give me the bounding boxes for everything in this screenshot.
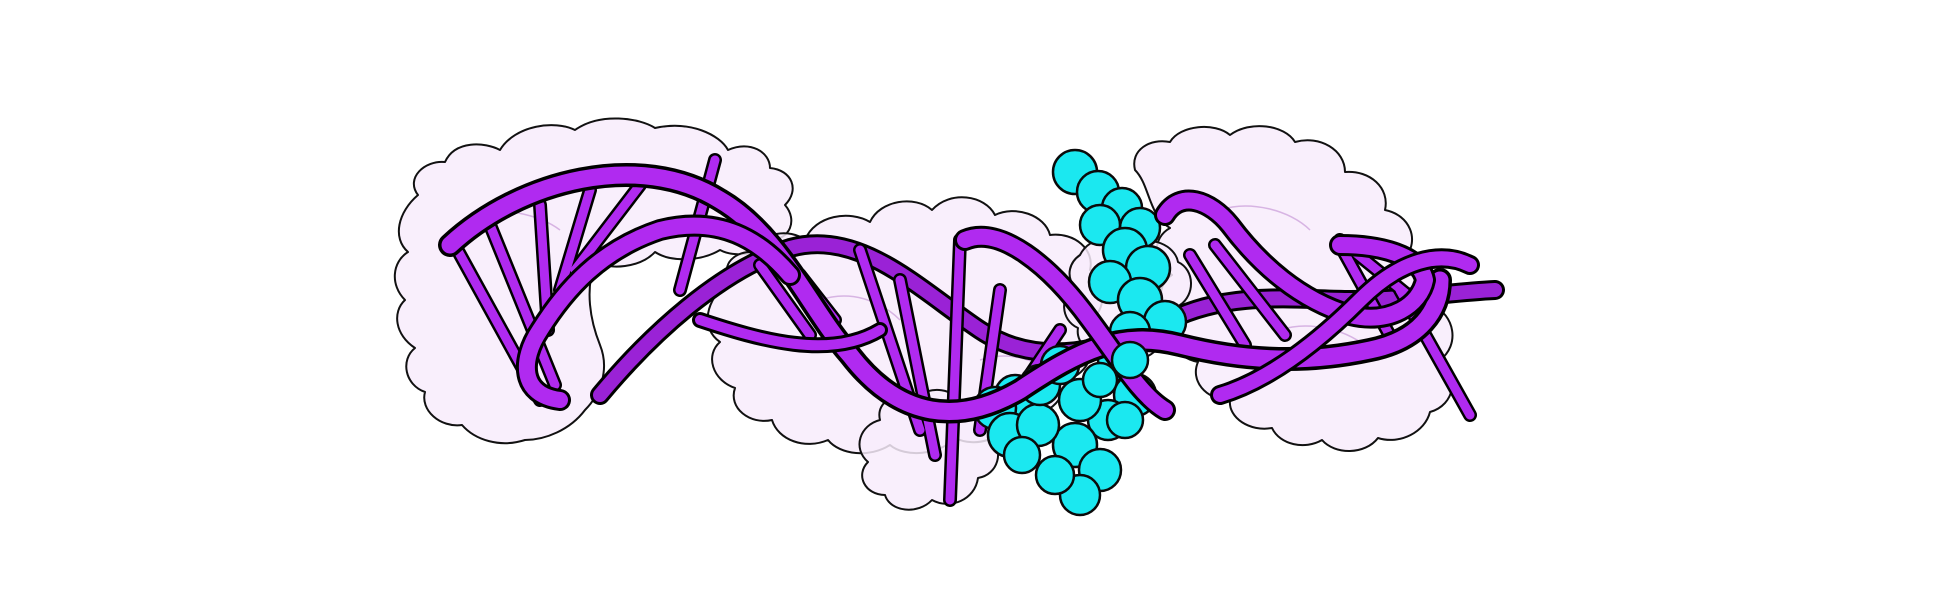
ligand-spheres-front <box>1081 340 1150 440</box>
backbone-strand-front <box>438 163 1480 424</box>
